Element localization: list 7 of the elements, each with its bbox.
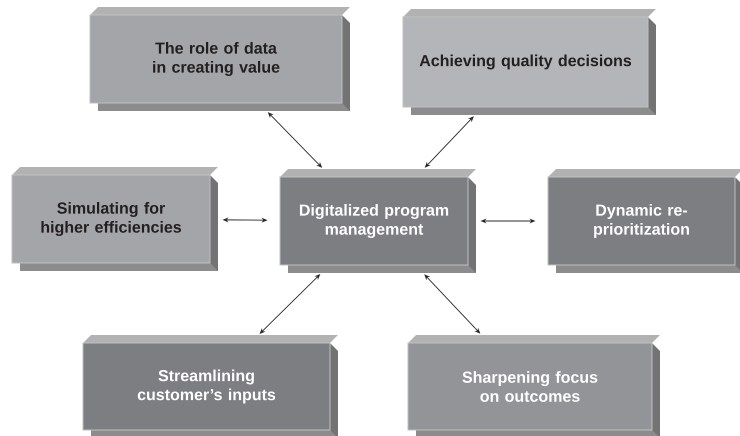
box: Sharpening focus on outcomes xyxy=(408,335,660,436)
box: Streamlining customer’s inputs xyxy=(82,335,338,436)
box: The role of data in creating value xyxy=(90,7,350,111)
box: Digitalized program management xyxy=(280,169,476,273)
box: Simulating for higher efficiencies xyxy=(12,167,218,271)
box: Dynamic re-prioritization xyxy=(548,169,740,273)
box: Achieving quality decisions xyxy=(402,9,656,115)
